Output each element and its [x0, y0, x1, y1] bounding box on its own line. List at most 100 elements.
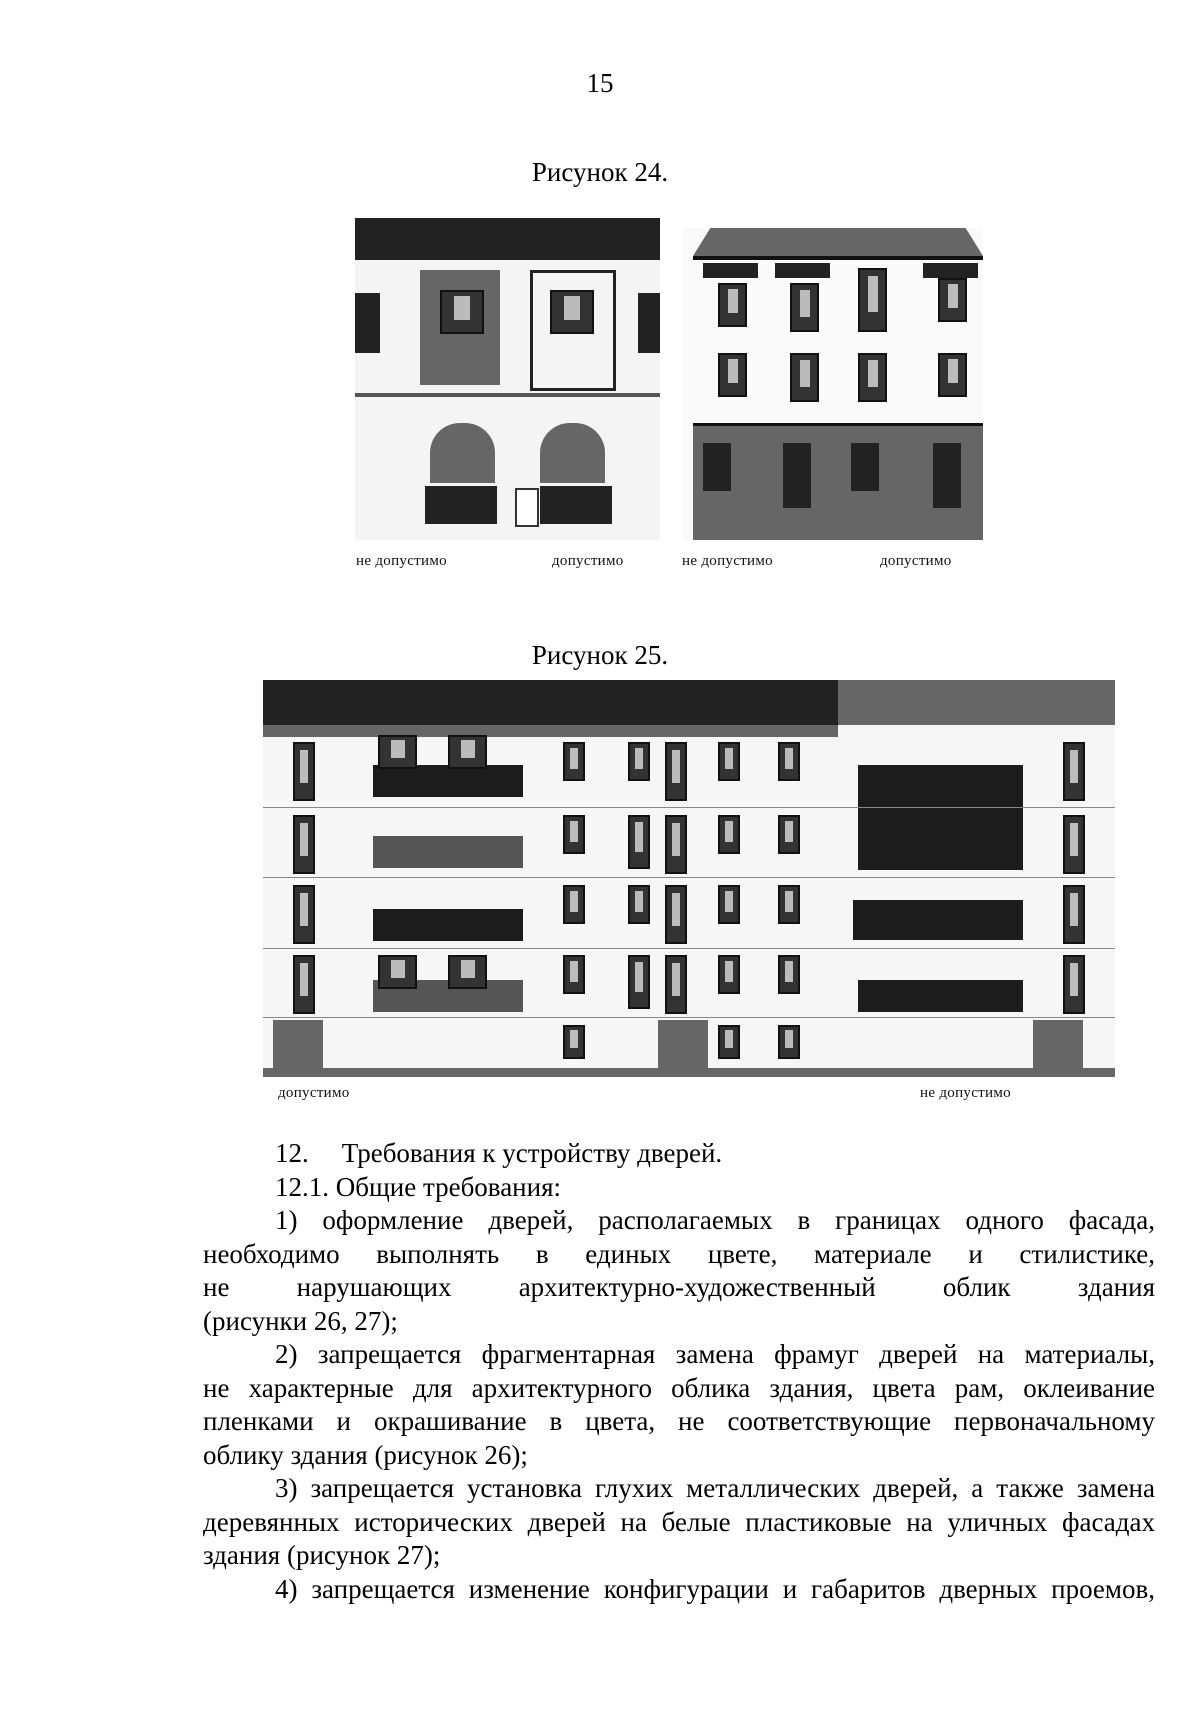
window	[293, 742, 315, 801]
window	[778, 955, 800, 994]
item-line: необходимо выполнять в единых цвете, мат…	[203, 1238, 1155, 1269]
storefront	[425, 486, 497, 524]
window	[718, 815, 740, 854]
window	[851, 443, 879, 491]
window	[778, 815, 800, 854]
section-number: 12.	[275, 1138, 309, 1168]
sign-panel	[515, 488, 539, 527]
glazed-balcony	[858, 840, 1023, 870]
item-line: деревянных исторических дверей на белые …	[203, 1506, 1155, 1537]
item-line: (рисунки 26, 27);	[203, 1305, 398, 1336]
fig25-caption-not-allowed: не допустимо	[920, 1085, 1011, 1101]
fig24-caption-4: допустимо	[880, 553, 952, 569]
figure-25-image	[263, 680, 1115, 1077]
roof-left	[263, 680, 838, 725]
entrance	[658, 1020, 708, 1077]
floor-line	[263, 877, 1115, 878]
arched-window	[430, 423, 495, 483]
item-line: 2) запрещается фрагментарная замена фрам…	[275, 1339, 1155, 1369]
list-item-4: 4) запрещается изменение конфигурации и …	[203, 1573, 1155, 1607]
figure-25-title: Рисунок 25.	[531, 640, 669, 670]
item-line: 1) оформление дверей, располагаемых в гр…	[275, 1205, 1155, 1235]
window	[378, 955, 417, 989]
entrance	[1033, 1020, 1083, 1077]
window-hood	[703, 263, 758, 278]
window	[778, 1025, 800, 1059]
floor-line	[263, 948, 1115, 949]
window	[628, 815, 650, 869]
plinth	[263, 1068, 1115, 1077]
window	[378, 735, 417, 769]
balcony	[373, 836, 523, 868]
window	[718, 1025, 740, 1059]
figure-24-title: Рисунок 24.	[531, 157, 669, 187]
balcony	[373, 909, 523, 941]
window	[563, 742, 585, 781]
window	[665, 955, 687, 1014]
item-line: не нарушающих архитектурно-художественны…	[203, 1272, 1155, 1302]
window	[1063, 815, 1085, 874]
window	[1063, 742, 1085, 801]
window	[938, 353, 967, 397]
balcony	[373, 765, 523, 797]
window	[938, 278, 967, 322]
window	[718, 955, 740, 994]
figure-24-left-image	[355, 218, 660, 540]
framed-window	[530, 270, 616, 391]
roof	[693, 228, 983, 256]
list-item-1: 1) оформление дверей, располагаемых в гр…	[203, 1204, 1155, 1338]
window	[563, 1025, 585, 1059]
window-hood	[923, 263, 978, 278]
window	[1063, 885, 1085, 944]
cornice	[263, 725, 838, 737]
window	[563, 955, 585, 994]
window	[563, 885, 585, 924]
window	[790, 283, 819, 332]
window-hood	[775, 263, 830, 278]
item-line: здания (рисунок 27);	[203, 1540, 441, 1570]
floor-line	[263, 807, 1115, 808]
window	[718, 283, 747, 327]
window	[703, 443, 731, 491]
arched-window	[540, 423, 605, 483]
door	[933, 443, 961, 508]
window	[550, 290, 594, 334]
list-item-2: 2) запрещается фрагментарная замена фрам…	[203, 1338, 1155, 1472]
floor-line	[263, 1017, 1115, 1018]
storefront	[540, 486, 612, 524]
window	[858, 268, 887, 332]
item-line: пленками и окрашивание в цвета, не соотв…	[203, 1406, 1155, 1436]
cornice	[693, 256, 983, 260]
section-title: Требования к устройству дверей.	[341, 1138, 723, 1168]
window	[628, 955, 650, 1009]
window	[628, 885, 650, 924]
window	[778, 885, 800, 924]
window	[440, 290, 484, 334]
window	[718, 353, 747, 397]
window	[448, 735, 487, 769]
fig24-caption-3: не допустимо	[682, 553, 773, 569]
item-line: 3) запрещается установка глухих металлич…	[275, 1473, 1155, 1503]
window	[665, 815, 687, 874]
floor-line	[693, 423, 983, 426]
window	[665, 885, 687, 944]
door	[783, 443, 811, 508]
window	[293, 815, 315, 874]
side-window	[355, 293, 380, 353]
roof-band	[355, 218, 660, 260]
fig25-caption-allowed: допустимо	[278, 1085, 350, 1101]
window	[665, 742, 687, 801]
cornice-line	[355, 393, 660, 397]
window	[790, 353, 819, 402]
fig24-caption-2: допустимо	[552, 553, 624, 569]
window	[1063, 955, 1085, 1014]
window	[778, 742, 800, 781]
window	[718, 885, 740, 924]
figure-24-right-image	[683, 228, 983, 540]
window	[563, 815, 585, 854]
subsection-heading: 12.1. Общие требования:	[275, 1171, 562, 1202]
side-window	[638, 293, 660, 353]
glazed-balcony	[858, 765, 1023, 840]
item-line: не характерные для архитектурного облика…	[203, 1372, 1155, 1403]
balcony	[858, 980, 1023, 1012]
